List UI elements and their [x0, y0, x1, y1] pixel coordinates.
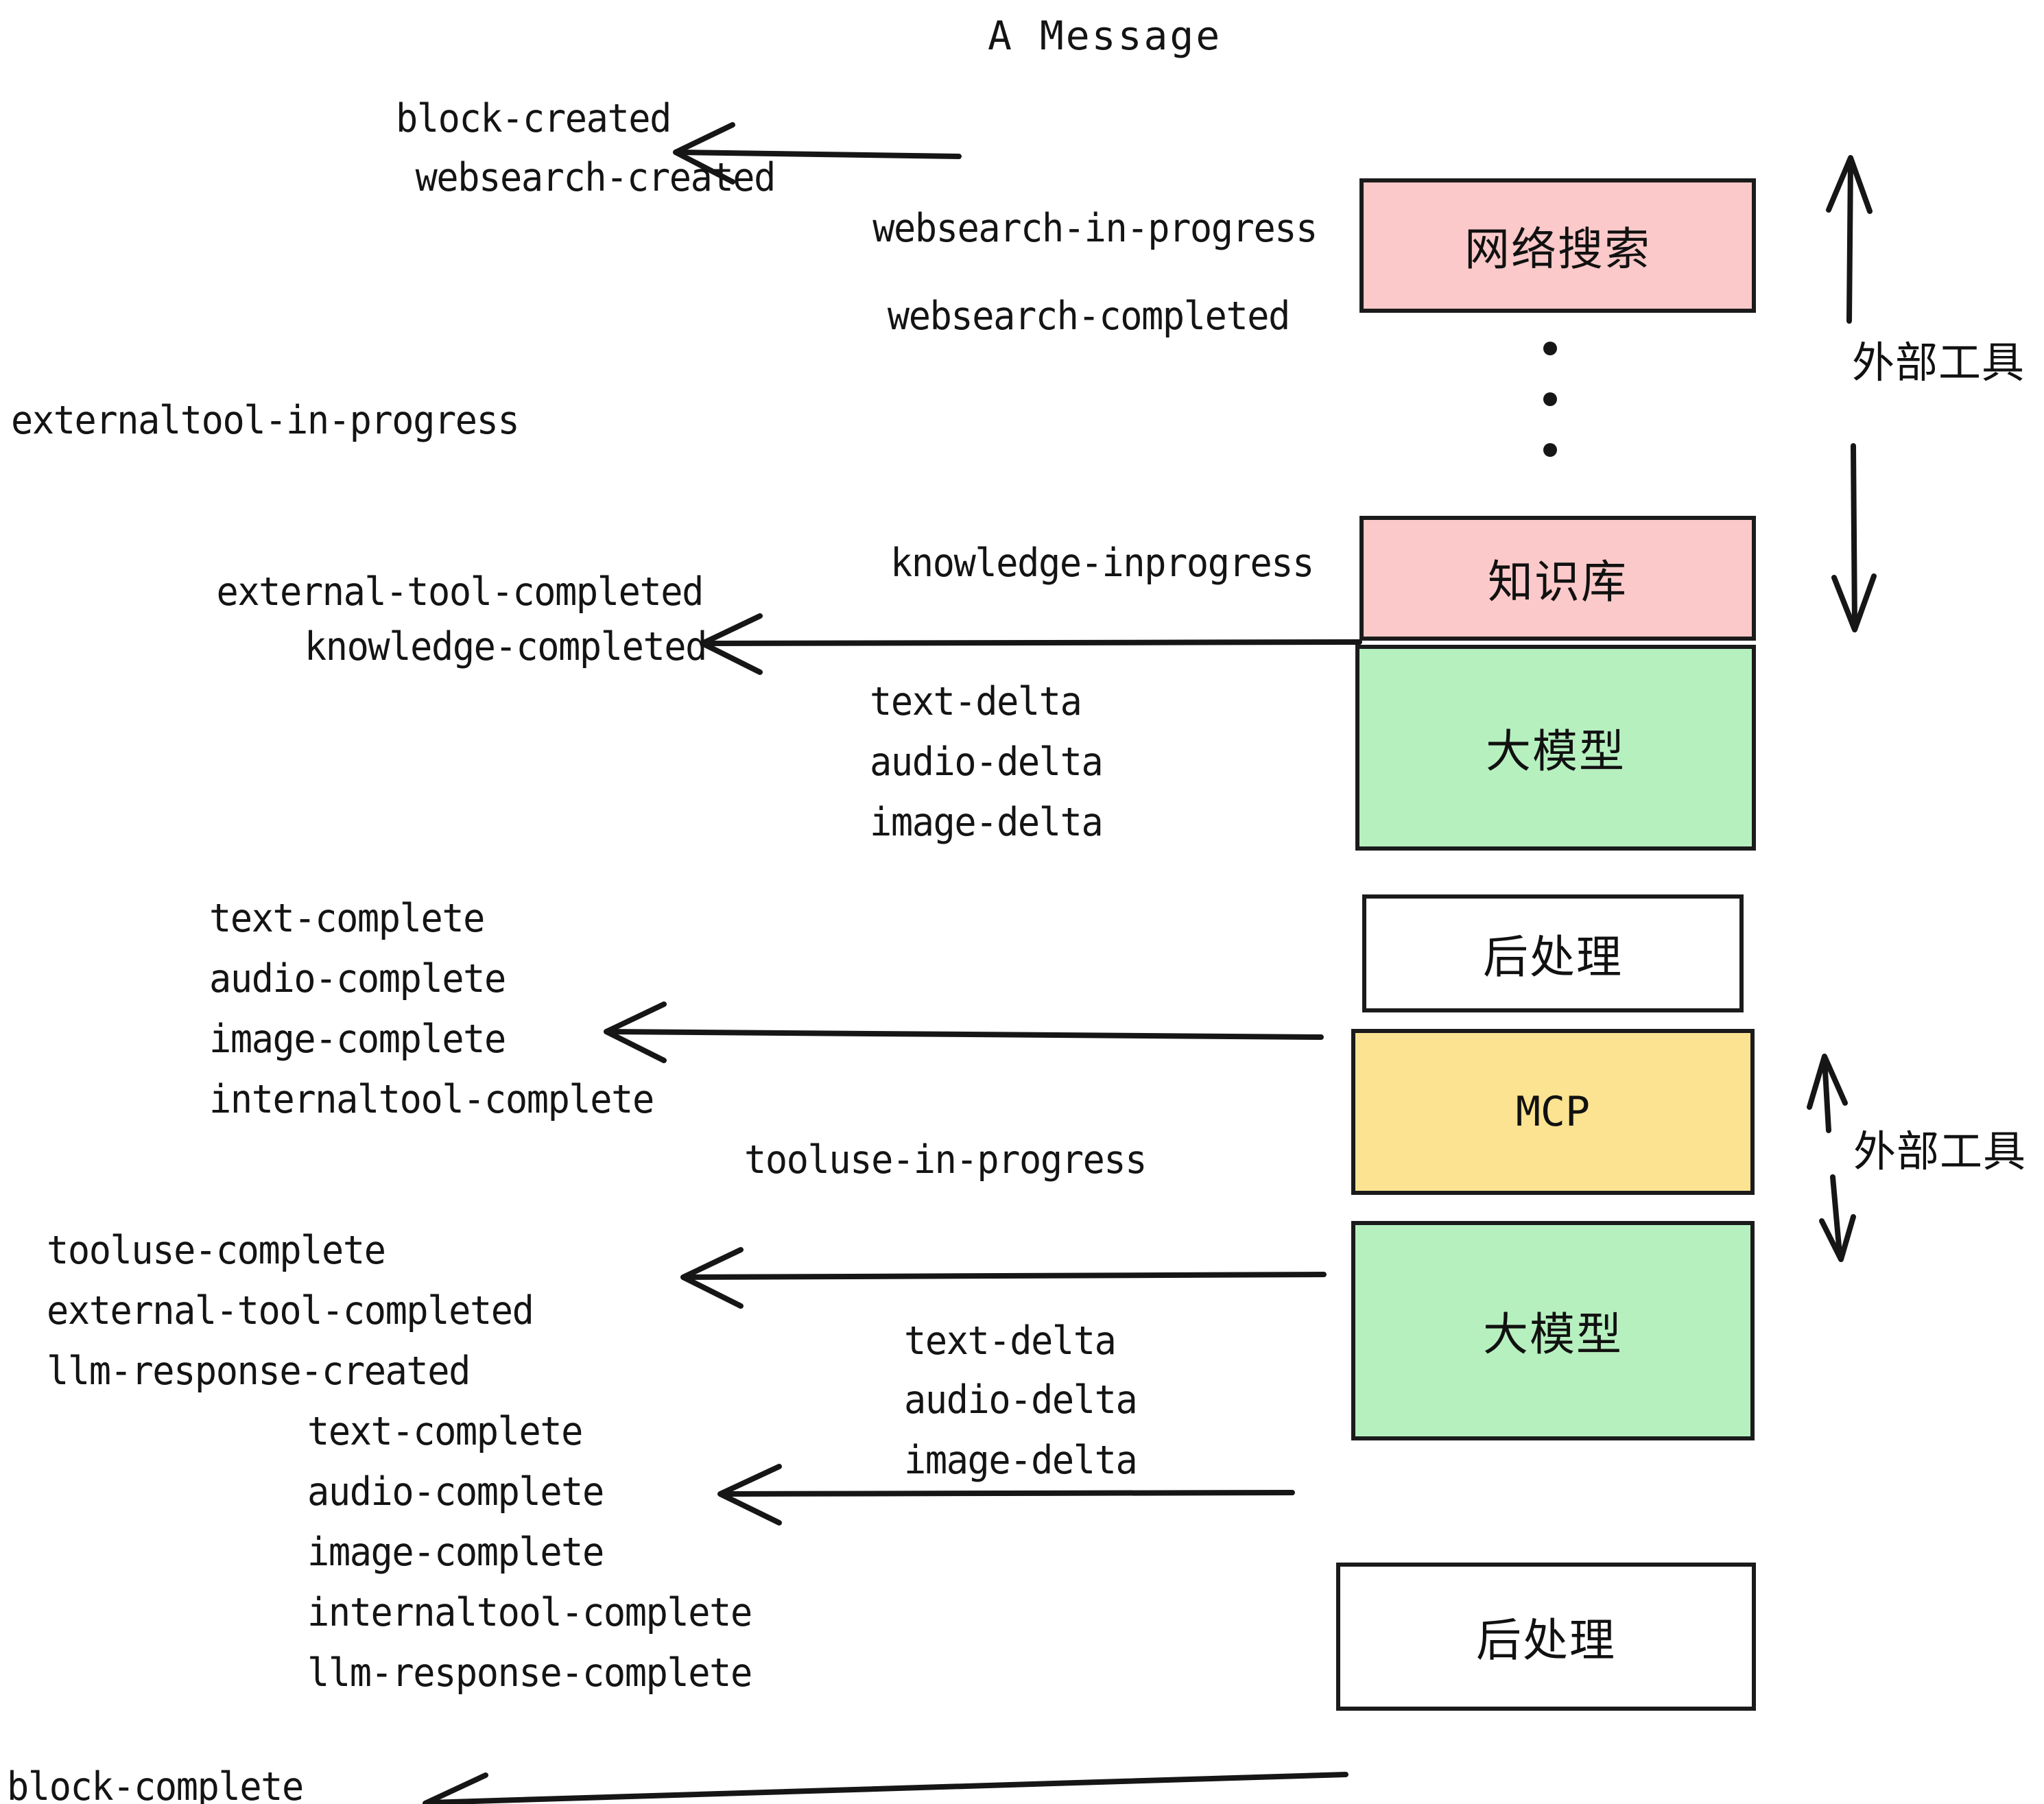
event-text-complete-2: text-complete: [307, 1409, 583, 1454]
event-audio-complete-1: audio-complete: [209, 956, 506, 1001]
arrow-knowledge-to-knowledge-completed: [704, 639, 1362, 646]
event-image-complete-2: image-complete: [307, 1530, 604, 1575]
node-postprocess-1[interactable]: 后处理: [1362, 894, 1744, 1012]
node-knowledge-base[interactable]: 知识库: [1359, 516, 1756, 641]
event-tooluse-complete: tooluse-complete: [47, 1228, 386, 1273]
arrow-postprocess2-to-block-complete: [426, 1772, 1348, 1804]
event-audio-complete-2: audio-complete: [307, 1469, 604, 1515]
node-mcp[interactable]: MCP: [1351, 1029, 1755, 1195]
event-external-tool-completed-1: external-tool-completed: [216, 569, 704, 615]
event-websearch-created: websearch-created: [415, 155, 776, 200]
event-audio-delta-1: audio-delta: [870, 739, 1104, 785]
arrow-postprocess2-to-block-complete-head: [423, 1772, 488, 1804]
arrow-mcp-to-tooluse-complete-head: [680, 1247, 744, 1309]
arrow-knowledge-to-knowledge-completed-head: [700, 613, 763, 675]
event-externaltool-in-progress: externaltool-in-progress: [11, 398, 520, 443]
arrow-llm2-to-audio-complete: [722, 1490, 1295, 1497]
node-websearch[interactable]: 网络搜索: [1359, 178, 1756, 313]
event-text-complete-1: text-complete: [209, 896, 485, 941]
event-image-complete-1: image-complete: [209, 1017, 506, 1062]
event-block-created: block-created: [395, 96, 672, 141]
event-block-complete: block-complete: [7, 1764, 304, 1804]
event-image-delta-2: image-delta: [904, 1438, 1138, 1483]
event-internaltool-complete-2: internaltool-complete: [307, 1590, 752, 1635]
event-internaltool-complete-1: internaltool-complete: [209, 1077, 654, 1122]
page-title: A Message: [988, 12, 1222, 59]
event-text-delta-1: text-delta: [870, 679, 1082, 724]
arrow-mcp-to-tooluse-complete: [683, 1272, 1327, 1280]
event-tooluse-in-progress: tooluse-in-progress: [744, 1137, 1148, 1183]
arrow-llm2-to-audio-complete-head: [717, 1464, 782, 1526]
event-llm-response-complete: llm-response-complete: [307, 1650, 752, 1696]
ellipsis-dot-1: [1543, 342, 1557, 355]
node-llm-1[interactable]: 大模型: [1355, 645, 1756, 851]
event-audio-delta-2: audio-delta: [904, 1377, 1138, 1423]
label-external-tools-bottom: 外部工具: [1853, 1126, 2027, 1176]
label-external-tools-top: 外部工具: [1852, 337, 2025, 388]
ellipsis-dot-2: [1543, 392, 1557, 406]
event-text-delta-2: text-delta: [904, 1318, 1117, 1364]
event-image-delta-1: image-delta: [870, 800, 1104, 845]
arrow-postprocess1-to-image-complete-head: [604, 1001, 667, 1063]
ellipsis-dot-3: [1543, 443, 1557, 457]
external-tools-bracket-bottom: [1807, 1054, 1856, 1262]
event-llm-response-created: llm-response-created: [47, 1349, 471, 1394]
node-llm-2[interactable]: 大模型: [1351, 1221, 1755, 1440]
event-websearch-completed: websearch-completed: [887, 294, 1291, 339]
event-external-tool-completed-2: external-tool-completed: [47, 1288, 534, 1333]
vertical-ellipsis: [1542, 342, 1558, 457]
external-tools-bracket-top: [1826, 155, 1877, 632]
event-websearch-in-progress: websearch-in-progress: [872, 206, 1318, 251]
arrow-postprocess1-to-image-complete: [606, 1029, 1324, 1040]
event-knowledge-completed: knowledge-completed: [304, 624, 708, 669]
event-knowledge-inprogress: knowledge-inprogress: [890, 541, 1314, 586]
node-postprocess-2[interactable]: 后处理: [1336, 1563, 1756, 1711]
